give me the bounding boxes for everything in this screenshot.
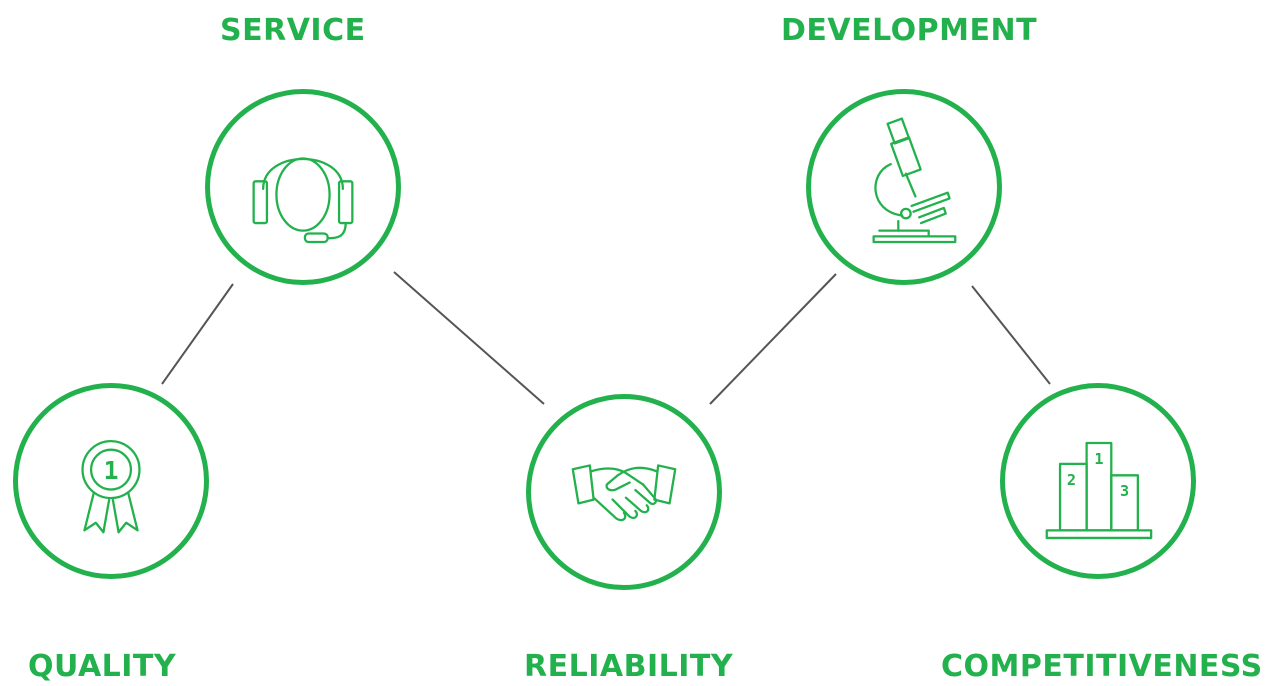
label-quality: QUALITY [28,649,177,684]
connector-development-competitiveness [971,285,1051,385]
label-competitiveness: COMPETITIVENESS [941,649,1263,684]
label-reliability: RELIABILITY [524,649,734,684]
node-competitiveness: 1 2 3 [1000,383,1196,579]
award-number: 1 [104,456,119,485]
connector-service-reliability [393,271,545,405]
label-service: SERVICE [220,13,366,48]
award-ribbon-icon: 1 [81,440,141,534]
connector-development-reliability [709,273,837,405]
node-reliability [526,394,722,590]
handshake-icon [571,464,677,522]
podium-place-first: 1 [1094,450,1103,468]
podium-icon: 1 2 3 [1045,441,1153,540]
node-development [806,89,1002,285]
connector-service-quality [161,283,234,385]
label-development: DEVELOPMENT [781,13,1038,48]
node-service [205,89,401,285]
node-quality: 1 [13,383,209,579]
headset-icon [252,157,354,244]
microscope-icon [872,117,957,244]
podium-place-second: 2 [1067,471,1076,489]
podium-place-third: 3 [1120,482,1129,500]
